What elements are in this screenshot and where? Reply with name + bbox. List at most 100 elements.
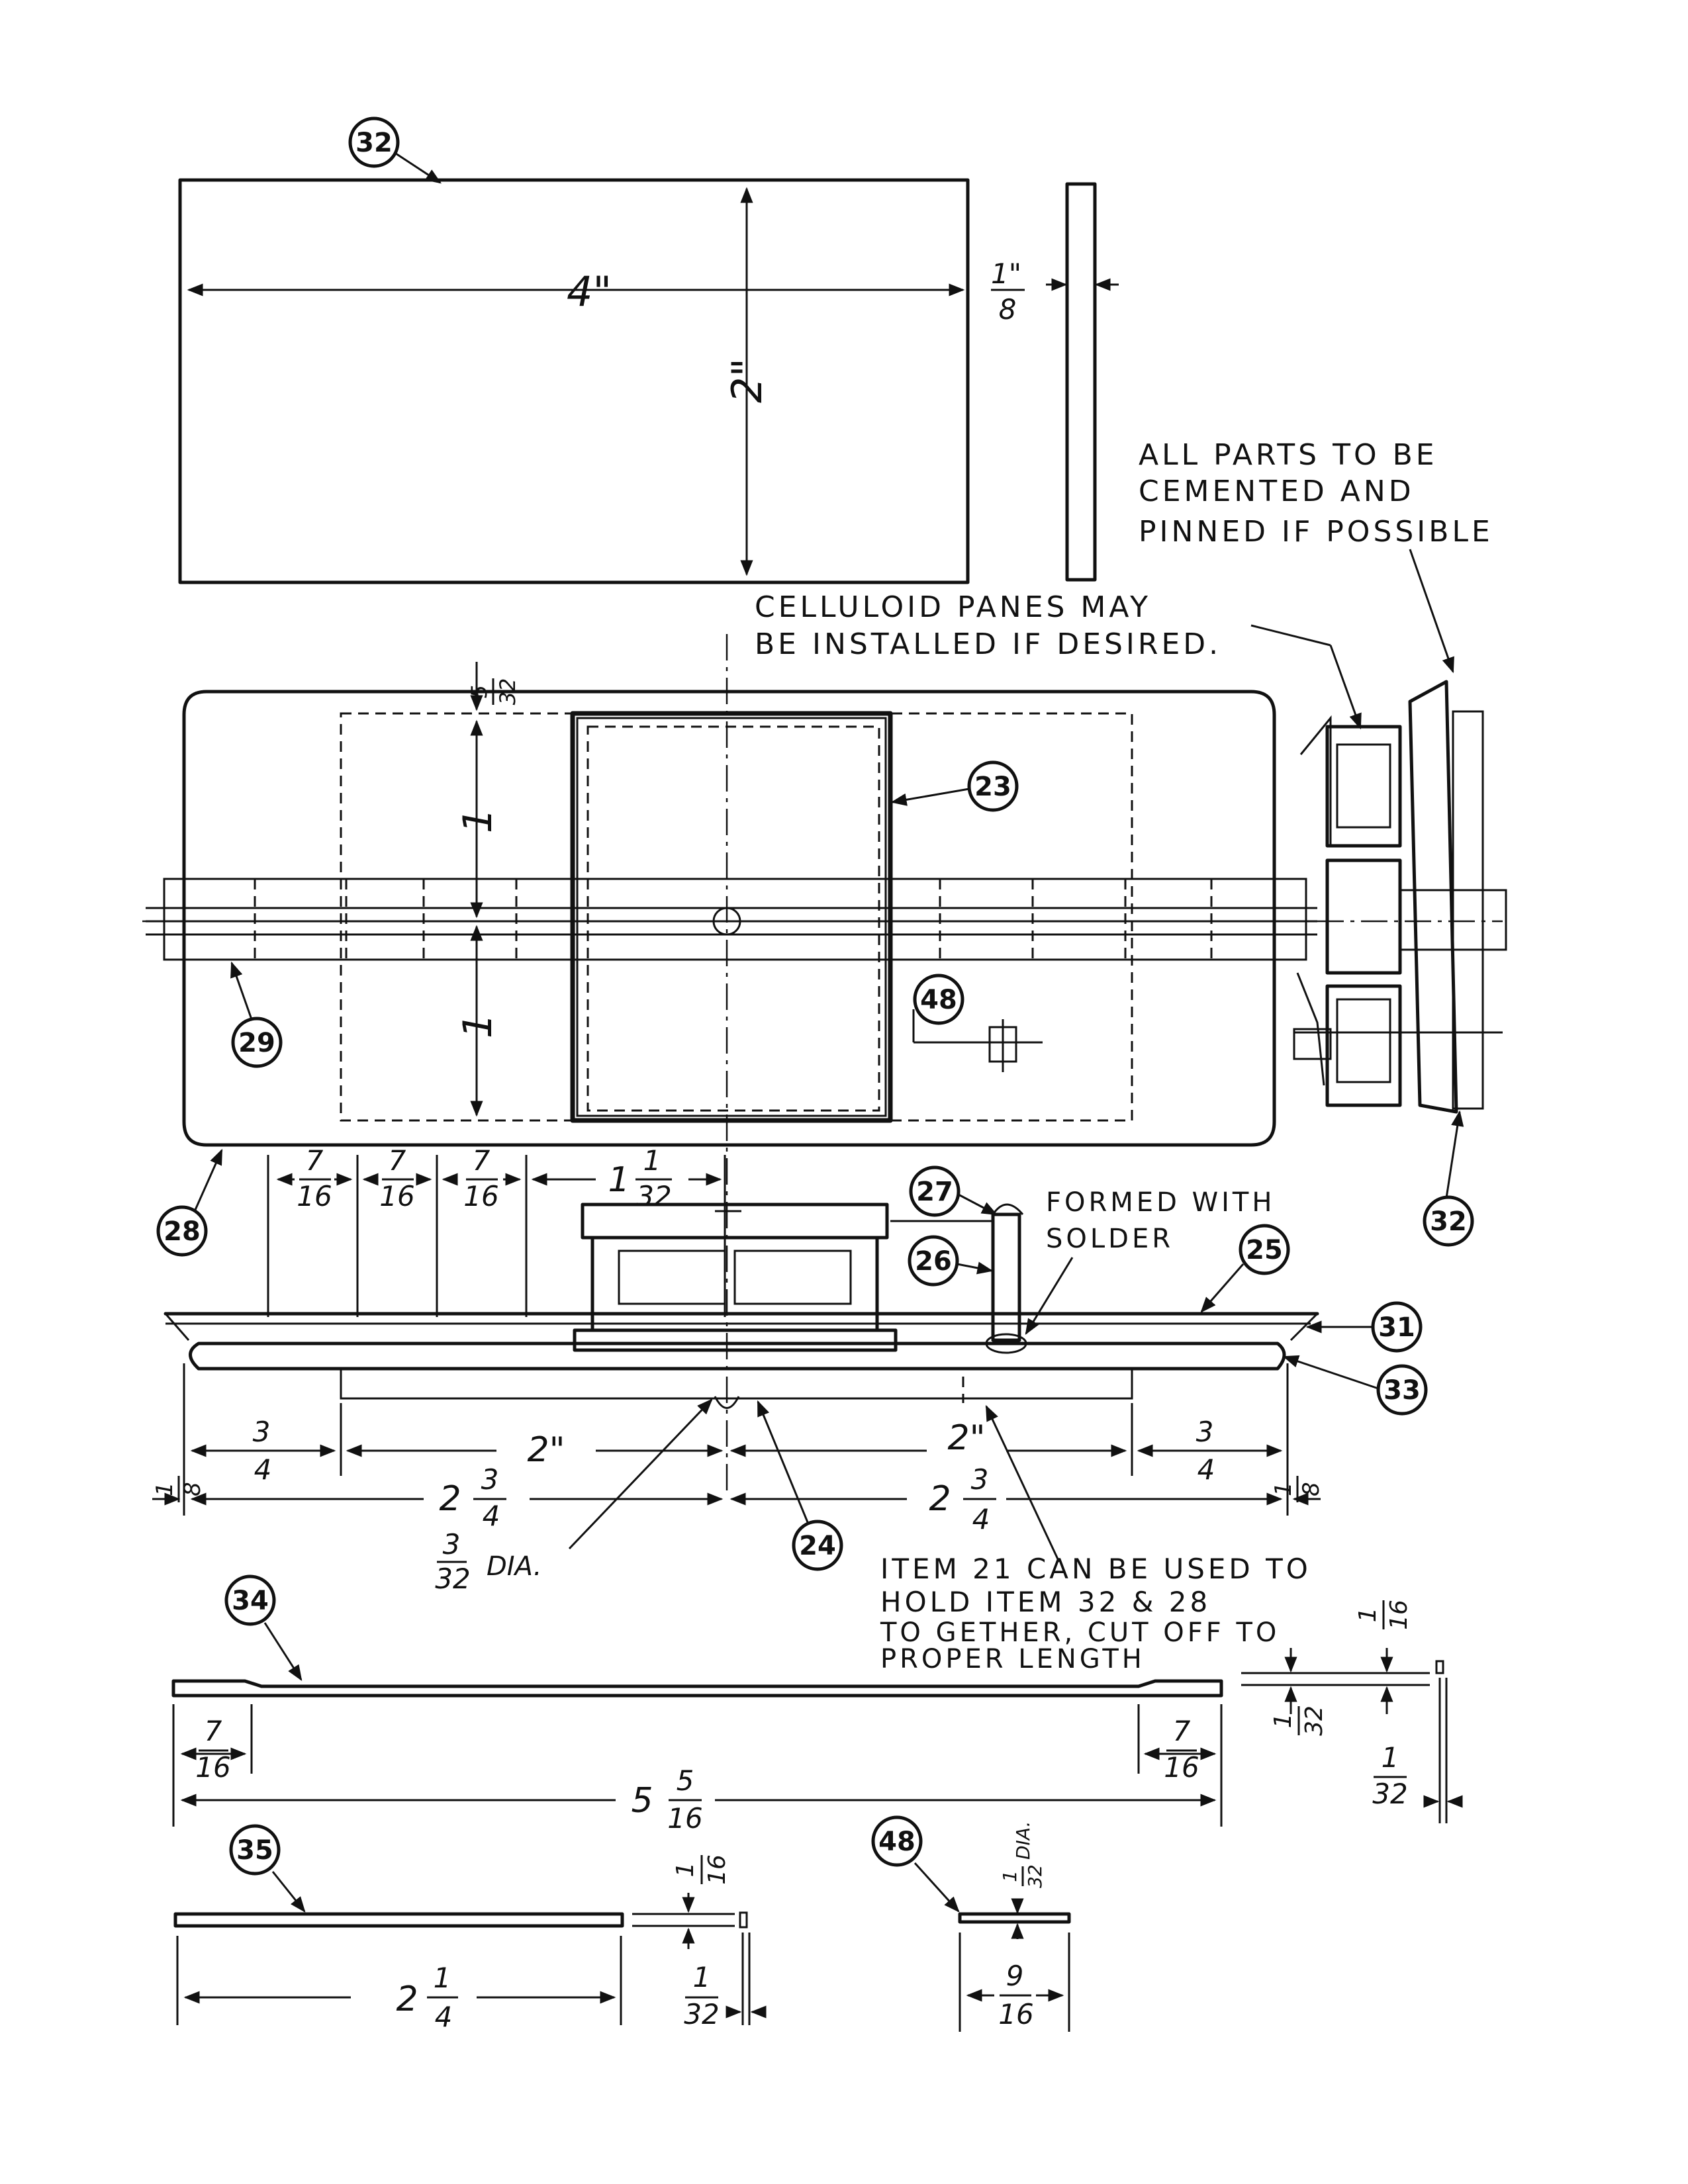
svg-text:1: 1 [999, 1870, 1021, 1882]
svg-text:8: 8 [179, 1482, 206, 1496]
svg-text:26: 26 [915, 1246, 952, 1277]
svg-text:32: 32 [1372, 1778, 1407, 1810]
svg-text:3: 3 [971, 1463, 989, 1496]
svg-text:3: 3 [481, 1463, 499, 1496]
svg-text:5: 5 [677, 1764, 694, 1797]
dim-1-16-35: 1 16 [672, 1854, 731, 1885]
dim-1-32-35: 1 32 [684, 1961, 719, 2030]
svg-text:28: 28 [164, 1216, 201, 1247]
svg-text:5: 5 [631, 1781, 653, 1821]
svg-text:TO GETHER, CUT OFF TO: TO GETHER, CUT OFF TO [880, 1617, 1280, 1648]
balloon-31: 31 [1305, 1301, 1423, 1353]
svg-text:3: 3 [253, 1416, 271, 1448]
dim-2in-vertical: 2" [723, 358, 771, 403]
svg-text:4: 4 [483, 1500, 500, 1532]
svg-text:2: 2 [929, 1479, 951, 1519]
svg-text:34: 34 [232, 1586, 269, 1616]
dim-1-8-right: 1 8 [1270, 1476, 1325, 1502]
balloon-25: 25 [1200, 1224, 1290, 1313]
dim-1in-a: 1 [455, 808, 501, 833]
svg-text:1: 1 [1354, 1608, 1382, 1623]
part-32-edge-view: 1" 8 [991, 182, 1119, 582]
svg-text:1: 1 [434, 1962, 451, 1994]
svg-text:2: 2 [396, 1979, 418, 2019]
dim-1-8-top-den: 8 [999, 293, 1017, 326]
part-35: 2 1 4 1 16 1 32 [173, 1854, 767, 2033]
dim-7-16-c: 7 16 [463, 1144, 498, 1212]
svg-text:PINNED IF POSSIBLE: PINNED IF POSSIBLE [1139, 515, 1493, 549]
balloon-24: 24 [757, 1400, 843, 1571]
svg-text:5: 5 [467, 685, 492, 698]
balloon-27: 27 [909, 1165, 998, 1217]
svg-text:32: 32 [355, 128, 393, 158]
part-34: 7 16 7 16 5 5 16 1 16 [171, 1600, 1463, 1835]
svg-text:7: 7 [389, 1144, 406, 1177]
svg-text:16: 16 [297, 1180, 332, 1212]
svg-text:ITEM 21 CAN BE USED TO: ITEM 21 CAN BE USED TO [880, 1553, 1311, 1585]
svg-text:1: 1 [693, 1961, 711, 1993]
dim-9-16: 9 16 [998, 1960, 1033, 2030]
svg-text:1: 1 [152, 1482, 178, 1496]
svg-text:16: 16 [463, 1180, 498, 1212]
svg-text:32: 32 [684, 1998, 719, 2030]
dims-7-16-row: 7 16 7 16 7 16 1 1 32 [267, 1144, 726, 1317]
part-32-plate-view: 4" 2" [178, 178, 970, 584]
dim-1-1-32: 1 1 32 [608, 1144, 672, 1212]
svg-text:7: 7 [306, 1144, 324, 1177]
dim-1-16-34: 1 16 [1354, 1600, 1413, 1630]
dim-1-32-34a: 1 32 [1270, 1706, 1328, 1736]
svg-text:3: 3 [443, 1528, 461, 1561]
svg-text:25: 25 [1246, 1235, 1283, 1265]
svg-text:16: 16 [195, 1751, 230, 1784]
balloon-32-top: 32 [348, 116, 442, 184]
svg-text:32: 32 [435, 1563, 470, 1595]
dim-2in-left: 2" [527, 1430, 565, 1470]
svg-text:8: 8 [1298, 1482, 1325, 1496]
dim-7-16-b: 7 16 [379, 1144, 414, 1212]
dim-1-32-34b: 1 32 [1372, 1741, 1407, 1810]
svg-text:29: 29 [238, 1028, 275, 1058]
dim-3-4-left: 3 4 [245, 1416, 278, 1486]
svg-text:35: 35 [236, 1835, 273, 1866]
dim-2-1-4: 2 1 4 [396, 1962, 458, 2033]
dim-5-5-16: 5 5 16 [631, 1764, 702, 1835]
svg-text:4: 4 [435, 2001, 453, 2033]
dim-1-32-dia: 1 32 DIA. [999, 1821, 1046, 1888]
svg-text:1: 1 [672, 1862, 699, 1878]
svg-text:32: 32 [495, 678, 520, 705]
svg-text:24: 24 [799, 1531, 836, 1561]
dim-1in-b: 1 [455, 1013, 501, 1038]
dim-7-16-34a: 7 16 [195, 1715, 230, 1784]
svg-text:SOLDER: SOLDER [1046, 1224, 1174, 1254]
note-celluloid-panes: CELLULOID PANES MAY BE INSTALLED IF DESI… [755, 590, 1362, 730]
svg-text:4: 4 [254, 1453, 272, 1486]
balloon-29: 29 [230, 961, 283, 1068]
balloon-28: 28 [156, 1148, 223, 1257]
svg-text:48: 48 [878, 1827, 915, 1857]
elevation-view [164, 1203, 1319, 1409]
dim-2in-right: 2" [947, 1418, 985, 1458]
note-item-21: ITEM 21 CAN BE USED TO HOLD ITEM 32 & 28… [880, 1404, 1311, 1674]
svg-text:31: 31 [1378, 1312, 1415, 1343]
svg-text:16: 16 [998, 1998, 1033, 2030]
dim-2-3-4-right: 2 3 4 [929, 1463, 996, 1535]
svg-text:DIA.: DIA. [487, 1551, 541, 1582]
svg-text:33: 33 [1383, 1375, 1421, 1406]
dim-3-4-right: 3 4 [1188, 1416, 1221, 1486]
dim-7-16-a: 7 16 [297, 1144, 332, 1212]
dim-5-32: 5 32 [467, 678, 520, 705]
balloon-48-detail: 48 [871, 1815, 960, 1913]
svg-text:32: 32 [1301, 1706, 1328, 1736]
dim-2-3-4-left: 2 3 4 [439, 1463, 506, 1532]
svg-text:4: 4 [1197, 1453, 1215, 1486]
elevation-dims: 3 4 2" 2" 3 4 2 3 4 2 3 4 1 8 1 [152, 1363, 1325, 1595]
svg-text:CELLULOID PANES MAY: CELLULOID PANES MAY [755, 590, 1151, 624]
svg-text:27: 27 [916, 1177, 953, 1207]
svg-text:16: 16 [1385, 1600, 1413, 1630]
dim-3-32-dia: 3 32 DIA. [435, 1398, 713, 1595]
svg-text:4: 4 [972, 1503, 990, 1535]
svg-text:16: 16 [379, 1180, 414, 1212]
end-view [1293, 680, 1507, 1114]
svg-text:48: 48 [920, 985, 957, 1015]
svg-text:7: 7 [1173, 1715, 1191, 1747]
